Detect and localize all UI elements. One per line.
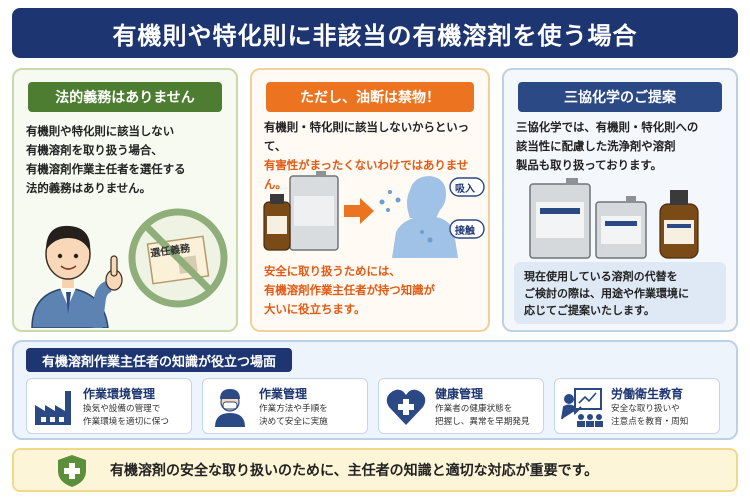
page-title: 有機則や特化則に非該当の有機溶剤を使う場合 bbox=[112, 21, 638, 50]
card2-text: 有機則・特化則に該当しないからといって、 有害性がまったくないわけではありません… bbox=[264, 118, 480, 194]
role-title: 健康管理 bbox=[435, 387, 484, 401]
role-desc-line: 把握し、異常を早期発見 bbox=[435, 417, 530, 427]
role-desc-line: 作業者の健康状態を bbox=[435, 404, 513, 414]
role-desc-line: 換気や設備の管理で bbox=[83, 404, 161, 414]
role-card-environment: 作業環境管理 換気や設備の管理で 作業環境を適切に保つ bbox=[26, 378, 192, 434]
card2-closing-line: 安全に取り扱うためには、 bbox=[264, 264, 401, 278]
suggestion-line: 現在使用している溶剤の代替を bbox=[524, 270, 678, 283]
role-title: 作業環境管理 bbox=[83, 387, 156, 401]
bottom-message: 有機溶剤の安全な取り扱いのために、主任者の知識と適切な対応が重要です。 bbox=[110, 463, 599, 479]
contact-label: 接触 bbox=[455, 226, 475, 237]
role-desc-line: 作業環境を適切に保つ bbox=[83, 417, 169, 427]
suggestion-box: 現在使用している溶剤の代替を ご検討の際は、用途や作業環境に 応じてご提案いたし… bbox=[514, 262, 726, 324]
small-can-icon bbox=[595, 196, 647, 259]
card1-heading: 法的義務はありません bbox=[28, 82, 222, 112]
heart-cross-icon bbox=[386, 389, 426, 425]
card1-line: 有機溶剤作業主任者を選任する bbox=[26, 162, 186, 176]
bottle-icon bbox=[659, 190, 699, 259]
card3-line: 三協化学では、有機則・特化則への bbox=[516, 120, 699, 134]
card3-text: 三協化学では、有機則・特化則への 該当性に配慮した洗浄剤や溶剤 製品も取り扱って… bbox=[516, 118, 728, 175]
card2-closing-line: 大いに役立ちます。 bbox=[264, 302, 366, 316]
card3-line: 製品も取り扱っております。 bbox=[516, 158, 663, 172]
role-card-health: 健康管理 作業者の健康状態を 把握し、異常を早期発見 bbox=[378, 378, 544, 434]
product-cans-icon bbox=[529, 178, 699, 259]
knowledge-section: 有機溶剤作業主任者の知識が役立つ場面 作業環境管理 換気や設備の管理で 作業環境… bbox=[12, 340, 738, 440]
role-desc-line: 注意点を教育・周知 bbox=[611, 417, 689, 427]
card3-line: 該当性に配慮した洗浄剤や溶剤 bbox=[516, 139, 676, 153]
inhale-label: 吸入 bbox=[455, 184, 475, 195]
suggestion-line: 応じてご提案いたします。 bbox=[524, 304, 655, 317]
role-desc-line: 決めて安全に実施 bbox=[259, 417, 328, 427]
solvent-can-icon bbox=[263, 171, 339, 251]
knowledge-section-heading: 有機溶剤作業主任者の知識が役立つ場面 bbox=[26, 348, 293, 372]
prohibited-certificate-icon bbox=[128, 208, 228, 308]
role-desc: 安全な取り扱いや 注意点を教育・周知 bbox=[611, 403, 688, 429]
role-desc: 換気や設備の管理で 作業環境を適切に保つ bbox=[83, 403, 169, 429]
role-desc-line: 安全な取り扱いや bbox=[611, 404, 680, 414]
card2-closing-text: 安全に取り扱うためには、 有機溶剤作業主任者が持つ知識が 大いに役立ちます。 bbox=[264, 262, 482, 319]
factory-icon bbox=[35, 391, 71, 425]
card-no-legal-obligation: 法的義務はありません 有機則や特化則に該当しない 有機溶剤を取り扱う場合、 有機… bbox=[12, 68, 238, 332]
card2-closing-line: 有機溶剤作業主任者が持つ知識が bbox=[264, 283, 435, 297]
card-caution: ただし、油断は禁物！ 有機則・特化則に該当しないからといって、 有害性がまったく… bbox=[250, 68, 490, 332]
card2-heading: ただし、油断は禁物！ bbox=[266, 82, 474, 112]
card1-text: 有機則や特化則に該当しない 有機溶剤を取り扱う場合、 有機溶剤作業主任者を選任す… bbox=[26, 122, 228, 198]
role-title: 作業管理 bbox=[259, 387, 308, 401]
card2-line1: 有機則・特化則に該当しないからといって、 bbox=[264, 120, 470, 153]
bottom-message-bar: 有機溶剤の安全な取り扱いのために、主任者の知識と適切な対応が重要です。 bbox=[12, 448, 738, 492]
role-title: 労働衛生教育 bbox=[611, 387, 684, 401]
card1-line: 有機溶剤を取り扱う場合、 bbox=[26, 143, 163, 157]
page-title-bar: 有機則や特化則に非該当の有機溶剤を使う場合 bbox=[12, 8, 738, 58]
card1-line: 有機則や特化則に該当しない bbox=[26, 124, 175, 138]
role-desc-line: 作業方法や手順を bbox=[259, 404, 328, 414]
role-card-education: 労働衛生教育 安全な取り扱いや 注意点を教育・周知 bbox=[554, 378, 720, 434]
role-desc: 作業方法や手順を 決めて安全に実施 bbox=[259, 403, 328, 429]
role-desc: 作業者の健康状態を 把握し、異常を早期発見 bbox=[435, 403, 530, 429]
card-proposal: 三協化学のご提案 三協化学では、有機則・特化則への 該当性に配慮した洗浄剤や溶剤… bbox=[502, 68, 738, 332]
worker-mask-icon bbox=[215, 389, 245, 427]
card1-line: 法的義務はありません。 bbox=[26, 181, 151, 195]
card2-line2: 有害性がまったくないわけではありません。 bbox=[264, 158, 469, 191]
card3-heading: 三協化学のご提案 bbox=[518, 82, 722, 112]
shield-cross-icon bbox=[58, 455, 86, 487]
worker-pointing-icon bbox=[31, 225, 123, 328]
person-exposure-icon bbox=[379, 176, 485, 258]
arrow-right-icon bbox=[344, 198, 374, 224]
role-card-work: 作業管理 作業方法や手順を 決めて安全に実施 bbox=[202, 378, 368, 434]
large-can-icon bbox=[529, 178, 591, 259]
teacher-board-icon bbox=[561, 388, 603, 427]
suggestion-line: ご検討の際は、用途や作業環境に bbox=[524, 287, 689, 300]
